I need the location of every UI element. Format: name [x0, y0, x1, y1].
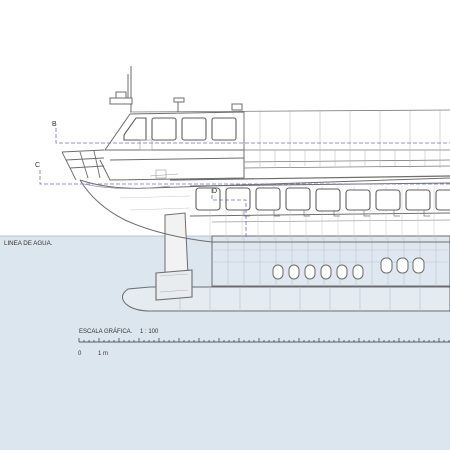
- section-lines: [39, 128, 450, 238]
- scale-tick-zero: 0: [78, 351, 82, 357]
- pontoon-frames: [179, 287, 421, 311]
- wheelhouse-interior: [139, 139, 179, 179]
- section-label-c: C: [35, 162, 40, 169]
- mast: [109, 66, 243, 112]
- lower-portholes: [272, 257, 425, 280]
- section-label-b: B: [52, 121, 57, 128]
- waterline-label: LINEA DE AGUA.: [4, 240, 53, 247]
- foil-strut: [155, 212, 193, 301]
- seats: [243, 210, 430, 217]
- wheelhouse-windows: [123, 117, 237, 141]
- pontoon: [122, 286, 450, 312]
- rail-posts: [259, 110, 441, 168]
- scale-ratio: 1 : 100: [140, 329, 159, 335]
- main-deck-windows: [195, 187, 450, 212]
- scale-tick-unit: 1 m: [98, 351, 108, 357]
- section-label-d: D: [212, 188, 217, 195]
- scale-bar: ESCALA GRÁFICA. 1 : 100 0 1 m: [78, 328, 450, 357]
- bow-railing: [61, 149, 105, 181]
- main-hull: [79, 175, 450, 243]
- scale-title: ESCALA GRÁFICA.: [79, 328, 133, 335]
